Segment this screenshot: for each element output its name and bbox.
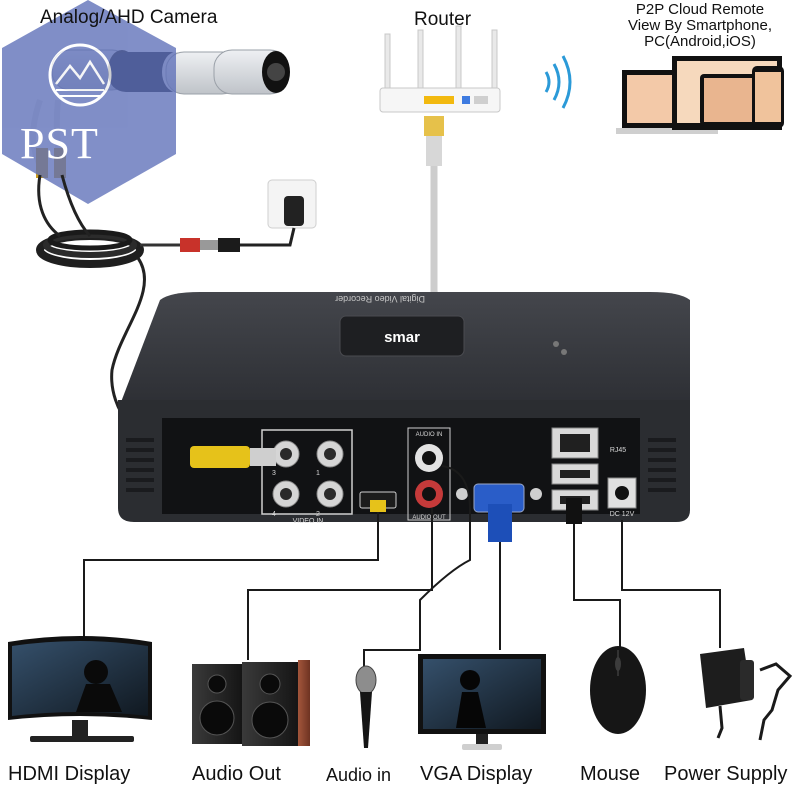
vga-port: [456, 483, 542, 542]
smartphone-icon: [752, 66, 784, 128]
p2p-label-line2: View By Smartphone,: [628, 17, 772, 34]
tablet-icon: [700, 74, 756, 126]
dc-label: DC 12V: [610, 511, 635, 518]
channel-2-label: 2: [316, 511, 320, 518]
power-supply-label: Power Supply: [664, 763, 788, 785]
rj45-port: [551, 427, 599, 459]
router-label: Router: [414, 9, 472, 30]
audio-out-port-label: AUDIO OUT: [412, 515, 446, 521]
microphone-icon: [355, 665, 377, 748]
vga-display-label: VGA Display: [420, 763, 533, 785]
rj45-label: RJ45: [610, 447, 626, 454]
watermark-logo: [2, 0, 176, 204]
channel-4-label: 4: [272, 511, 276, 518]
audio-in-label: Audio in: [326, 765, 392, 785]
wall-socket-icon: [267, 179, 317, 229]
channel-3-label: 3: [272, 470, 276, 477]
channel-1-label: 1: [316, 470, 320, 477]
wifi-icon: [544, 55, 572, 109]
mouse-label: Mouse: [580, 763, 641, 785]
bnc-connector: [190, 446, 276, 468]
cables-down: [83, 465, 721, 668]
audio-in-port-label: AUDIO IN: [416, 432, 443, 438]
dvr-brand-text: smar: [384, 329, 420, 346]
hdmi-display-icon: [8, 636, 152, 742]
audio-panel: [407, 427, 451, 521]
audio-out-label: Audio Out: [192, 763, 281, 785]
cable-coil-icon: [36, 229, 144, 268]
hdmi-port: [359, 491, 397, 512]
dvr-unit: [118, 292, 690, 522]
speakers-icon: [192, 660, 310, 746]
power-supply-icon: [700, 648, 793, 741]
camera-icon: [213, 49, 290, 95]
video-in-label: VIDEO IN: [293, 518, 324, 525]
camera-label: Analog/AHD Camera: [40, 7, 218, 28]
dc-jack: [607, 477, 637, 509]
video-in-panel: [261, 429, 353, 515]
mouse-icon: [590, 646, 646, 734]
p2p-label: P2P Cloud Remote View By Smartphone, PC(…: [600, 2, 800, 50]
vga-display-icon: [418, 654, 546, 750]
p2p-label-line1: P2P Cloud Remote: [635, 1, 765, 18]
dvr-top-text: Digital Video Recorder: [335, 294, 425, 304]
router-icon: [379, 25, 501, 113]
hdmi-display-label: HDMI Display: [8, 763, 131, 785]
watermark-text: PST: [20, 119, 99, 168]
usb-plug: [566, 498, 582, 524]
p2p-label-line3: PC(Android,iOS): [644, 33, 756, 50]
